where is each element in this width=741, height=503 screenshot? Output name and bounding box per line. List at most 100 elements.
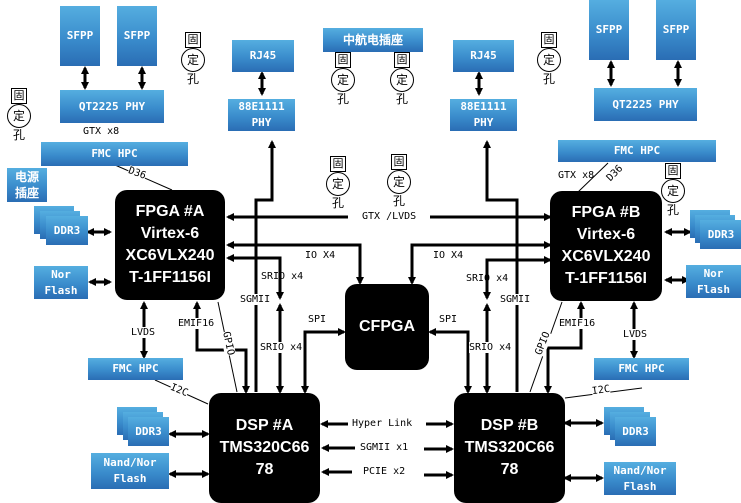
- power-socket-label-line1: 电源: [14, 170, 39, 184]
- rj45-box-left: RJ45: [232, 40, 294, 72]
- phy-88e1111-box-right: 88E1111 PHY: [450, 99, 517, 131]
- sfpp-label: SFPP: [662, 23, 690, 36]
- chip-line: DSP #B: [480, 417, 539, 434]
- nor-flash-label-line2: Flash: [696, 282, 731, 296]
- emif16-label-right: EMIF16: [559, 318, 596, 329]
- spi-label-right: SPI: [439, 314, 458, 325]
- rj45-label: RJ45: [470, 49, 497, 62]
- power-socket-label-line2: 插座: [14, 186, 39, 200]
- dsp-b-chip: DSP #B TMS320C66 78: [454, 393, 565, 503]
- nor-flash-label-line1: Nor: [51, 267, 71, 281]
- nand-nor-flash-label-line2: Flash: [623, 479, 657, 493]
- nor-flash-box-fpga-a: Nor Flash: [34, 266, 88, 299]
- ddr3-stack-dsp-a: DDR3: [117, 407, 169, 449]
- chip-line: 78: [500, 461, 519, 478]
- fmc-hpc-label: FMC HPC: [618, 362, 665, 375]
- wire-d36-right: [577, 162, 609, 193]
- gtx-lvds-label: GTX /LVDS: [358, 211, 421, 222]
- spi-label-left: SPI: [308, 314, 327, 325]
- chip-line: TMS320C66: [464, 439, 555, 456]
- chip-line: FPGA #A: [135, 203, 205, 220]
- fpga-b-chip: FPGA #B Virtex-6 XC6VLX240 T-1FF1156I: [550, 191, 662, 301]
- srio-x4-label-dsp-a: SRIO x4: [260, 342, 303, 353]
- nand-nor-flash-label-line1: Nand/Nor: [613, 463, 667, 477]
- chip-line: Virtex-6: [576, 226, 636, 243]
- sgmii-label-right: SGMII: [500, 294, 531, 305]
- sfpp-box-left-1: SFPP: [60, 6, 100, 66]
- qt2225-label: QT2225 PHY: [612, 97, 679, 111]
- power-socket-box: 电源 插座: [7, 168, 47, 202]
- nor-flash-label-line1: Nor: [703, 266, 724, 280]
- srio-x4-label-dsp-b: SRIO x4: [469, 342, 512, 353]
- sgmii-x1-label: SGMII x1: [360, 442, 409, 453]
- fixing-hole-icon: 固定孔: [330, 52, 356, 106]
- srio-x4-label-fpga-b: SRIO x4: [466, 273, 509, 284]
- pcie-x2-label: PCIE x2: [363, 466, 406, 477]
- sfpp-label: SFPP: [123, 29, 151, 42]
- io-x4-label-right: IO X4: [433, 250, 464, 261]
- ddr3-label: DDR3: [707, 227, 735, 241]
- qt2225-phy-box-right: QT2225 PHY: [594, 88, 697, 121]
- chip-line: T-1FF1156I: [565, 270, 647, 287]
- phy-label-line2: PHY: [473, 116, 494, 129]
- ddr3-label: DDR3: [53, 223, 81, 237]
- fixing-hole-icon: 固定孔: [325, 156, 351, 210]
- ddr3-box: DDR3: [128, 417, 169, 446]
- chip-line: TMS320C66: [219, 439, 310, 456]
- nand-nor-flash-label-line1: Nand/Nor: [103, 456, 157, 469]
- wire-spi-right: [428, 328, 472, 394]
- chip-line: Virtex-6: [140, 225, 200, 242]
- nor-flash-box-fpga-b: Nor Flash: [686, 265, 741, 298]
- ddr3-stack-dsp-b: DDR3: [604, 407, 656, 449]
- phy-label-line1: 88E1111: [238, 100, 285, 113]
- hyper-link-label: Hyper Link: [352, 418, 413, 429]
- lvds-label-left: LVDS: [131, 327, 156, 338]
- wire-sgmii-dsp-b-phy: [483, 140, 519, 392]
- fmc-hpc-label: FMC HPC: [91, 147, 138, 160]
- lvds-label-right: LVDS: [623, 329, 648, 340]
- sfpp-label: SFPP: [66, 29, 94, 42]
- wire-sgmii-dsp-a-phy: [254, 140, 276, 392]
- fixing-hole-icon: 固定孔: [660, 163, 686, 217]
- sfpp-label: SFPP: [595, 23, 623, 36]
- fmc-hpc-label: FMC HPC: [112, 362, 159, 375]
- nand-nor-flash-box-dsp-b: Nand/Nor Flash: [604, 462, 676, 495]
- qt2225-phy-box-left: QT2225 PHY: [60, 90, 164, 123]
- wire-emif16-right: [546, 301, 585, 392]
- gtx-x8-label-right: GTX x8: [558, 170, 595, 181]
- fixing-hole-icon: 固定孔: [386, 154, 412, 208]
- srio-x4-label-fpga-a: SRIO x4: [261, 271, 304, 282]
- ddr3-box: DDR3: [615, 417, 656, 446]
- ddr3-stack-fpga-a: DDR3: [34, 206, 88, 246]
- qt2225-label: QT2225 PHY: [78, 99, 146, 113]
- nand-nor-flash-label-line2: Flash: [113, 472, 147, 485]
- chip-line: DSP #A: [235, 417, 294, 434]
- ddr3-box: DDR3: [700, 220, 741, 249]
- emif16-label-left: EMIF16: [178, 318, 215, 329]
- chip-line: FPGA #B: [571, 204, 641, 221]
- sfpp-box-left-2: SFPP: [117, 6, 157, 66]
- sgmii-label-left: SGMII: [240, 294, 271, 305]
- sfpp-box-right-1: SFPP: [589, 0, 629, 60]
- fmc-hpc-box-bottom-left: FMC HPC: [88, 358, 183, 380]
- aviation-connector-box: 中航电插座: [323, 28, 423, 52]
- cfpga-chip: CFPGA: [345, 284, 429, 370]
- phy-label-line1: 88E1111: [460, 100, 507, 113]
- rj45-box-right: RJ45: [453, 40, 514, 72]
- ddr3-label: DDR3: [135, 424, 162, 438]
- fmc-hpc-box-top-left: FMC HPC: [41, 142, 188, 166]
- dsp-a-chip: DSP #A TMS320C66 78: [209, 393, 320, 503]
- ddr3-stack-fpga-b: DDR3: [690, 210, 741, 250]
- fmc-hpc-box-top-right: FMC HPC: [558, 140, 716, 162]
- ddr3-box: DDR3: [46, 216, 88, 245]
- chip-line: 78: [255, 461, 274, 478]
- nor-flash-label-line2: Flash: [44, 283, 78, 297]
- wire-spi-left: [301, 328, 346, 394]
- chip-line: CFPGA: [359, 318, 415, 335]
- chip-line: XC6VLX240: [561, 248, 651, 265]
- chip-line: XC6VLX240: [125, 247, 215, 264]
- sfpp-box-right-2: SFPP: [656, 0, 696, 60]
- fixing-hole-icon: 固定孔: [180, 32, 206, 86]
- fixing-hole-icon: 固定孔: [6, 88, 32, 142]
- fpga-a-chip: FPGA #A Virtex-6 XC6VLX240 T-1FF1156I: [115, 190, 225, 300]
